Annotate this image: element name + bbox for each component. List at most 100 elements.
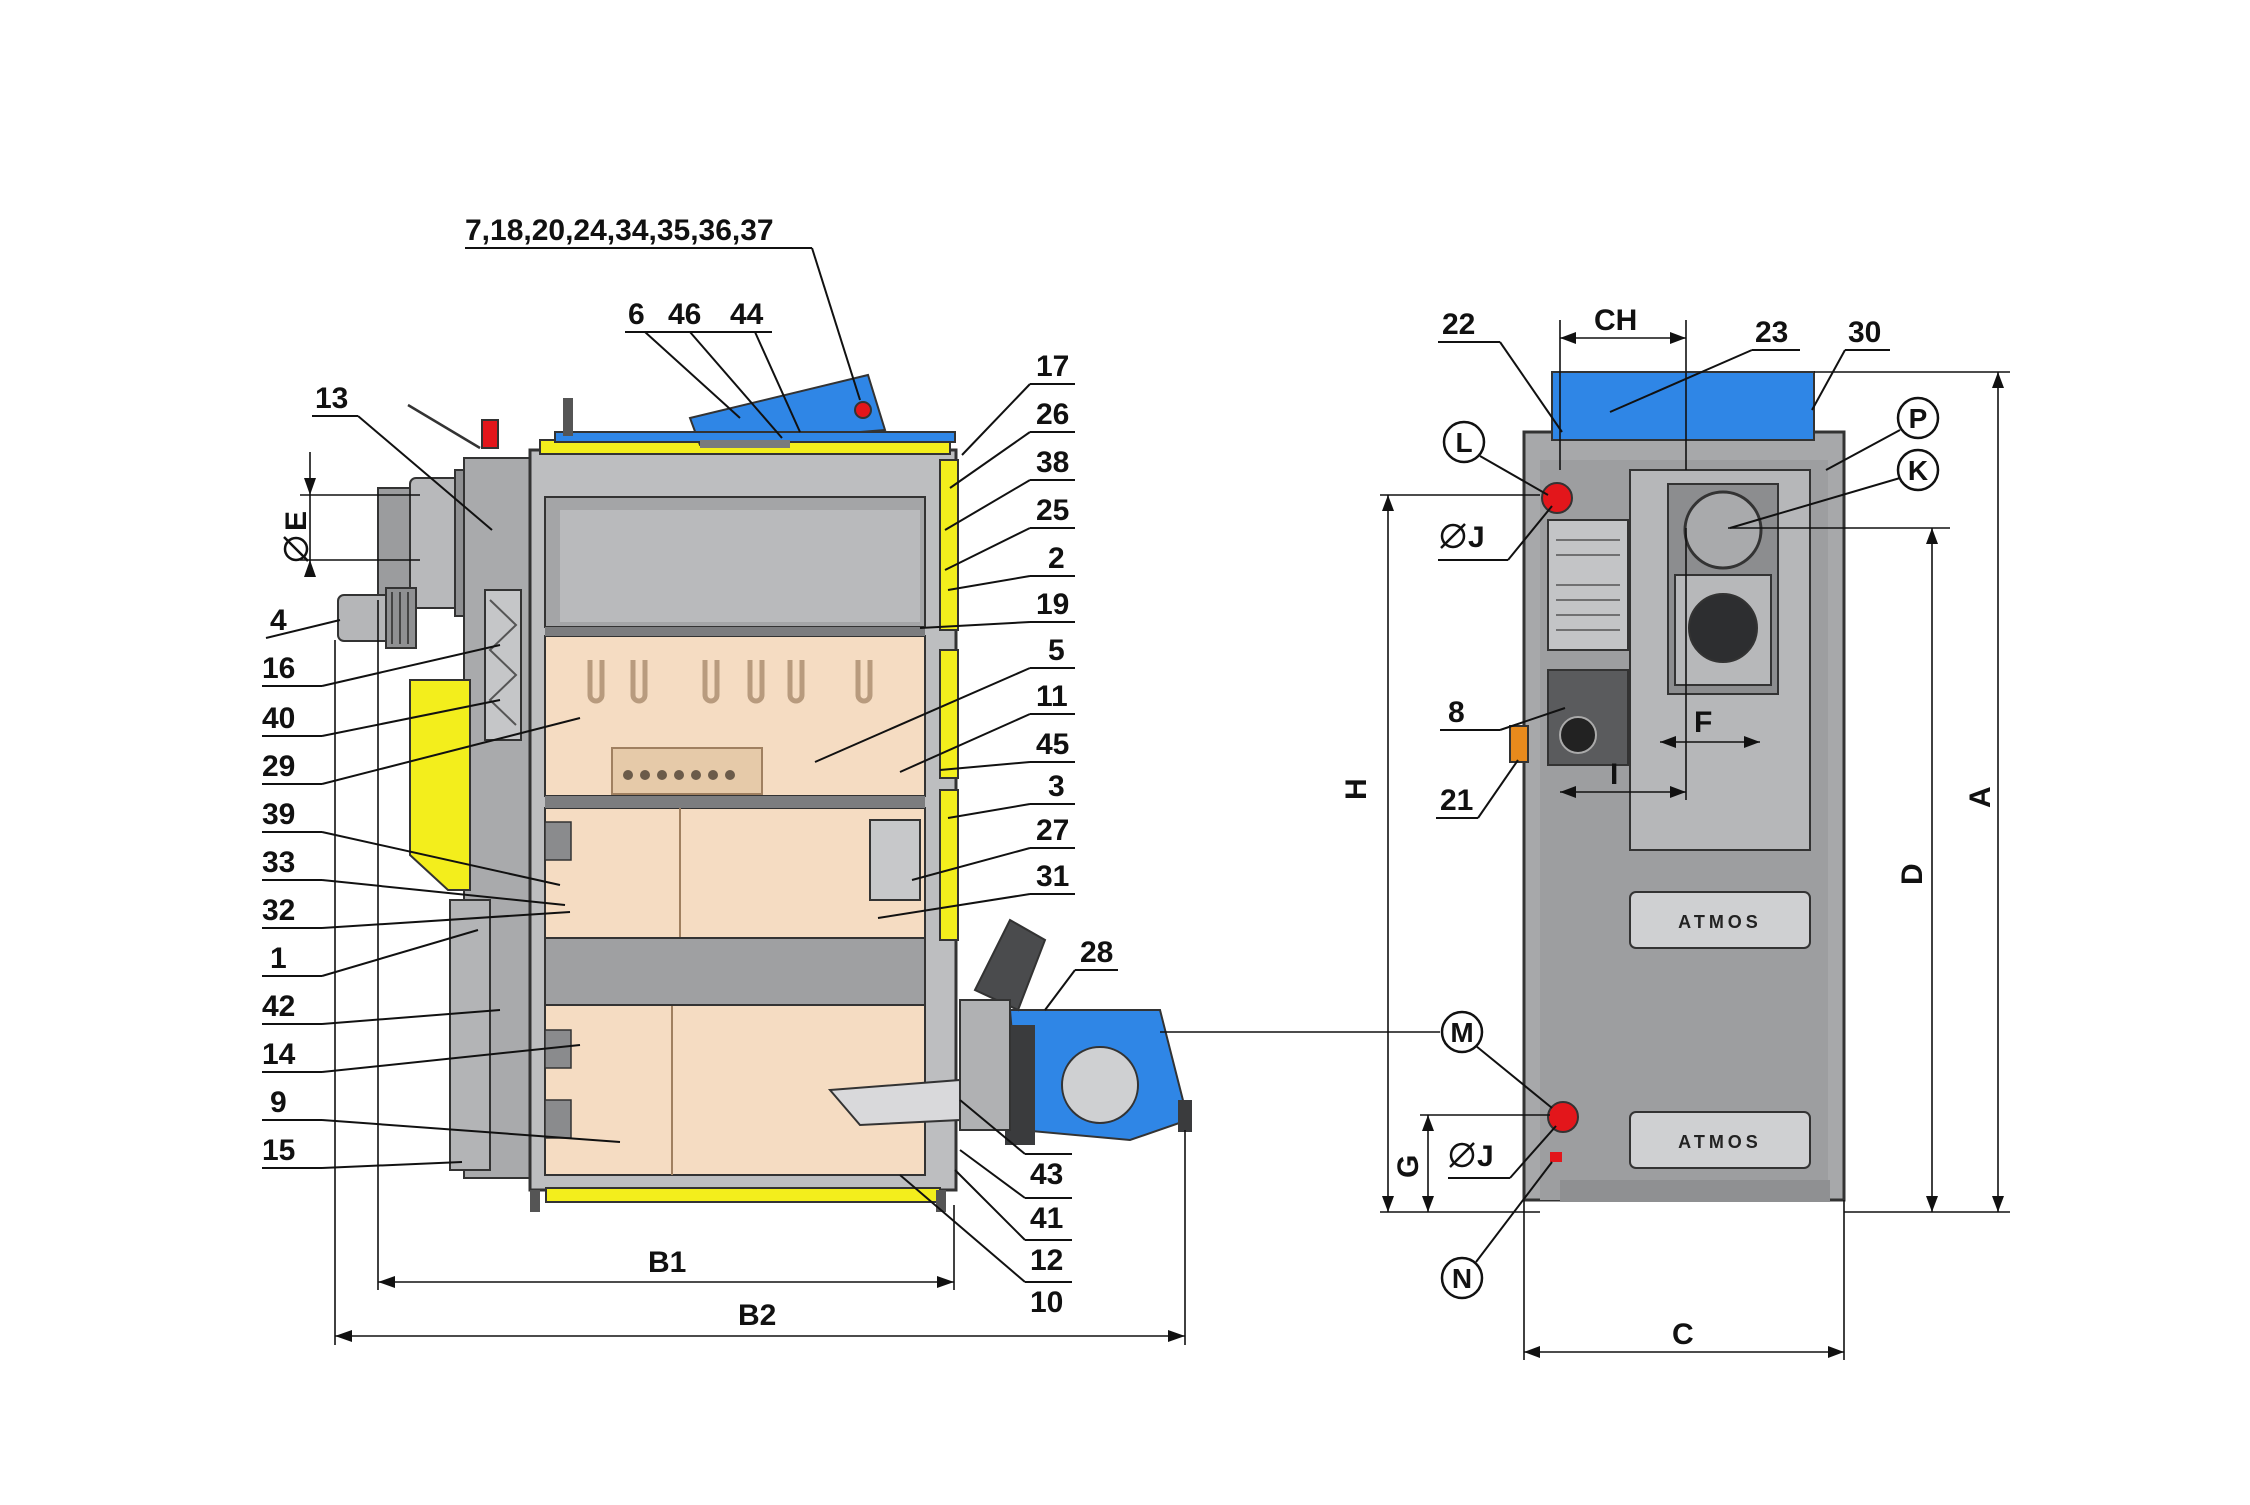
label-32: 32 bbox=[262, 894, 295, 927]
divider-2 bbox=[545, 796, 925, 808]
label-25: 25 bbox=[1036, 494, 1069, 527]
drain-n bbox=[1550, 1152, 1562, 1162]
dim-f-label: F bbox=[1694, 706, 1712, 739]
label-26: 26 bbox=[1036, 398, 1069, 431]
upper-chamber-shade bbox=[560, 510, 920, 622]
boiler-rear-view: ATMOS ATMOS bbox=[1509, 371, 1846, 1202]
label-45: 45 bbox=[1036, 728, 1069, 761]
label-23: 23 bbox=[1755, 316, 1788, 349]
circle-n-label: N bbox=[1452, 1263, 1472, 1294]
diameter-j-bottom: J bbox=[1477, 1140, 1494, 1173]
divider-3 bbox=[544, 937, 926, 1006]
boiler-section-view bbox=[337, 373, 1192, 1212]
dim-e-symbol: E bbox=[280, 511, 313, 562]
label-6: 6 bbox=[628, 298, 645, 331]
side-cover-mid bbox=[939, 649, 959, 779]
label-top-callout: 7,18,20,24,34,35,36,37 bbox=[465, 214, 774, 247]
label-2: 2 bbox=[1048, 542, 1065, 575]
circle-l bbox=[1442, 420, 1486, 464]
dim-i-label: I bbox=[1610, 758, 1618, 791]
door-insulation-mid bbox=[869, 819, 921, 901]
label-19: 19 bbox=[1036, 588, 1069, 621]
dim-g-label: G bbox=[1392, 1155, 1425, 1178]
dim-ch-label: CH bbox=[1594, 304, 1637, 337]
label-15: 15 bbox=[262, 1134, 295, 1167]
brand-plate-top bbox=[1629, 891, 1811, 949]
thermostat-orange bbox=[1509, 725, 1529, 763]
label-42: 42 bbox=[262, 990, 295, 1023]
rear-base bbox=[1560, 1180, 1830, 1202]
label-22: 22 bbox=[1442, 308, 1475, 341]
fan-opening bbox=[1688, 593, 1758, 663]
label-33: 33 bbox=[262, 846, 295, 879]
brand-plate-bottom-text: ATMOS bbox=[1678, 1132, 1762, 1152]
label-30: 30 bbox=[1848, 316, 1881, 349]
pellet-burner bbox=[827, 918, 1192, 1145]
label-1: 1 bbox=[270, 942, 287, 975]
dim-e-label: E bbox=[280, 511, 313, 531]
label-3: 3 bbox=[1048, 770, 1065, 803]
inlet-m bbox=[1547, 1101, 1579, 1133]
bottom-cover bbox=[545, 1187, 941, 1203]
brand-plate-top-text: ATMOS bbox=[1678, 912, 1762, 932]
side-cover-upper bbox=[939, 459, 959, 631]
fan-unit bbox=[1547, 669, 1629, 766]
dim-h-label: H bbox=[1340, 778, 1373, 800]
circle-k bbox=[1896, 448, 1940, 492]
grate bbox=[700, 440, 790, 448]
side-cover-lower bbox=[939, 789, 959, 941]
label-8: 8 bbox=[1448, 696, 1465, 729]
label-27: 27 bbox=[1036, 814, 1069, 847]
brand-plate-bottom bbox=[1629, 1111, 1811, 1169]
rear-lower-panel bbox=[449, 899, 491, 1171]
air-nozzles bbox=[587, 660, 873, 704]
label-39: 39 bbox=[262, 798, 295, 831]
left-view-dimensions: E B1 B2 bbox=[280, 452, 1440, 1345]
circle-l-label: L bbox=[1455, 427, 1472, 458]
circle-p-label: P bbox=[1909, 403, 1928, 434]
rear-cover-yellow bbox=[409, 679, 471, 891]
label-10: 10 bbox=[1030, 1286, 1063, 1319]
label-12: 12 bbox=[1030, 1244, 1063, 1277]
label-43: 43 bbox=[1030, 1158, 1063, 1191]
dim-a-label: A bbox=[1964, 786, 1997, 808]
label-44: 44 bbox=[730, 298, 764, 331]
label-38: 38 bbox=[1036, 446, 1069, 479]
safety-valve-red bbox=[481, 419, 499, 449]
circle-p bbox=[1896, 396, 1940, 440]
label-41: 41 bbox=[1030, 1202, 1063, 1235]
dim-d-label: D bbox=[1896, 863, 1929, 885]
type-plate-lines bbox=[1556, 539, 1620, 631]
circle-m bbox=[1440, 1010, 1484, 1054]
nozzle-holes bbox=[623, 770, 735, 780]
label-16: 16 bbox=[262, 652, 295, 685]
dim-b2-label: B2 bbox=[738, 1299, 776, 1332]
thermometer bbox=[854, 401, 872, 419]
outlet-l bbox=[1541, 482, 1573, 514]
label-29: 29 bbox=[262, 750, 295, 783]
divider-1 bbox=[545, 627, 925, 636]
dim-b1-label: B1 bbox=[648, 1246, 686, 1279]
label-21: 21 bbox=[1440, 784, 1473, 817]
label-11: 11 bbox=[1036, 680, 1068, 713]
label-13: 13 bbox=[315, 382, 348, 415]
pipe-top bbox=[563, 398, 573, 436]
label-31: 31 bbox=[1036, 860, 1069, 893]
draught-regulator-stub bbox=[337, 587, 417, 649]
diameter-j-top: J bbox=[1468, 521, 1485, 554]
label-14: 14 bbox=[262, 1038, 296, 1071]
label-9: 9 bbox=[270, 1086, 287, 1119]
flue-outlet-k bbox=[1683, 490, 1763, 570]
label-17: 17 bbox=[1036, 350, 1069, 383]
nozzle-block bbox=[611, 747, 763, 795]
circle-k-label: K bbox=[1908, 455, 1928, 486]
label-4: 4 bbox=[270, 604, 287, 637]
combustion-chamber bbox=[544, 807, 926, 939]
circle-m-label: M bbox=[1450, 1017, 1473, 1048]
heat-exchanger bbox=[484, 589, 522, 741]
label-46: 46 bbox=[668, 298, 701, 331]
label-28: 28 bbox=[1080, 936, 1113, 969]
circle-n bbox=[1440, 1256, 1484, 1300]
